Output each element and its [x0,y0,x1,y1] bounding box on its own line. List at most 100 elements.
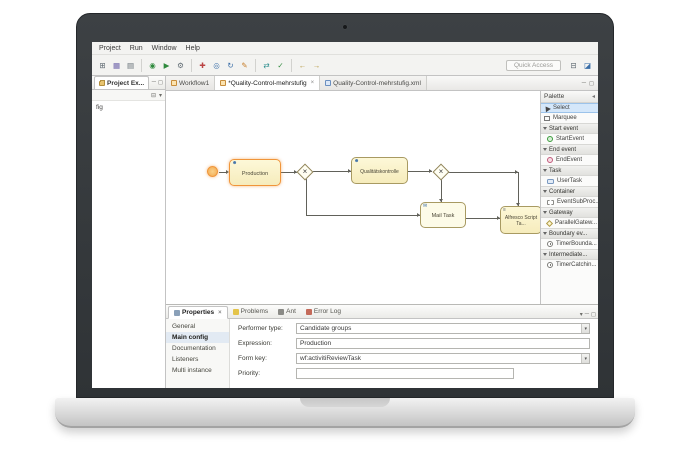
tree-item-fig[interactable]: fig [96,104,103,111]
sequence-flow[interactable] [313,171,351,172]
close-icon[interactable]: × [310,80,315,86]
tab-quality-control-diagram[interactable]: *Quality-Control-mehrstufig × [215,76,321,90]
expression-input[interactable] [296,338,590,349]
sequence-flow[interactable] [518,172,519,206]
drawer-label: End event [549,146,577,153]
chevron-down-icon[interactable]: ▾ [581,324,589,333]
back-icon[interactable]: ← [298,60,307,70]
open-perspective-icon[interactable]: ⊟ [570,60,577,70]
performer-type-select[interactable]: Candidate groups ▾ [296,323,590,334]
sequence-flow[interactable] [306,179,307,215]
tab-quality-control-xml[interactable]: Quality-Control-mehrstufig.xml [320,76,427,90]
mail-task-icon: ✉ [423,203,428,209]
view-menu-icon[interactable]: ▾ [579,312,583,318]
menu-window[interactable]: Window [151,44,177,52]
collapse-all-icon[interactable]: ⊟ [150,92,156,99]
task-production[interactable]: ☻ Production [229,159,281,186]
task-quality-control[interactable]: ☻ Qualitätskontrolle [351,157,408,184]
menu-help[interactable]: Help [185,44,200,52]
chevron-down-icon[interactable]: ▾ [581,354,589,363]
sequence-flow[interactable] [448,172,518,173]
refresh-icon[interactable]: ↻ [227,60,234,70]
nav-item-multi-instance[interactable]: Multi instance [172,367,212,374]
maximize-icon[interactable]: ◻ [158,80,163,86]
palette-item-usertask[interactable]: UserTask [541,176,598,186]
priority-input[interactable] [296,368,515,379]
view-menu-icon[interactable]: ▾ [158,92,162,99]
print-icon[interactable]: ▤ [126,60,135,70]
start-event-node[interactable] [207,166,218,177]
nav-item-general[interactable]: General [172,323,196,330]
search-icon[interactable]: ◎ [213,60,220,70]
new-project-icon[interactable]: ✚ [199,60,206,70]
palette-item-startevent[interactable]: StartEvent [541,134,598,144]
tab-ant[interactable]: Ant [273,305,301,318]
editor-row: ☻ Production × ☻ Qualitätskontrolle [166,91,598,304]
drawer-label: Container [549,188,576,195]
tab-problems[interactable]: Problems [228,305,273,318]
task-alfresco-script[interactable]: ≡ Alfresco Script Ta... [500,206,540,234]
menu-run[interactable]: Run [129,44,143,52]
tab-properties[interactable]: Properties × [168,306,228,319]
bpmn-canvas[interactable]: ☻ Production × ☻ Qualitätskontrolle [166,91,540,304]
sequence-flow[interactable] [219,172,227,173]
palette-drawer-task[interactable]: Task [541,165,598,176]
arrowhead [429,169,432,173]
palette-drawer-boundary-event[interactable]: Boundary ev... [541,228,598,239]
close-icon[interactable]: × [218,309,222,316]
palette-tool-select[interactable]: Select [541,103,598,113]
task-mail[interactable]: ✉ Mail Task [420,202,466,228]
forward-icon[interactable]: → [312,60,321,70]
nav-item-documentation[interactable]: Documentation [172,345,216,352]
debug-icon[interactable]: ◉ [149,60,156,70]
minimize-icon[interactable]: ─ [581,80,587,86]
menu-project[interactable]: Project [99,44,121,52]
new-wizard-icon[interactable]: ⊞ [99,60,106,70]
cursor-icon [543,104,551,112]
form-key-select[interactable]: wf:activitiReviewTask ▾ [296,353,590,364]
minimize-icon[interactable]: ─ [584,311,590,317]
palette-item-label: UserTask [557,178,583,184]
palette-item-parallelgateway[interactable]: ParallelGatew... [541,218,598,228]
palette-drawer-intermediate-event[interactable]: Intermediate... [541,249,598,260]
tab-project-explorer[interactable]: Project Ex... [94,76,150,89]
arrowhead [226,170,229,174]
maximize-icon[interactable]: ◻ [591,312,596,318]
tab-problems-label: Problems [240,308,269,315]
maximize-icon[interactable]: ◻ [589,80,594,87]
validate-icon[interactable]: ✓ [277,60,284,70]
palette-tool-select-label: Select [553,105,570,111]
annotation-icon[interactable]: ✎ [241,60,248,70]
tab-workflow1[interactable]: Workflow1 [166,76,216,90]
tab-error-log-label: Error Log [313,308,342,315]
nav-item-main-config[interactable]: Main config [166,332,229,343]
workflow-perspective-icon[interactable]: ◪ [583,60,592,70]
sequence-flow[interactable] [281,172,297,173]
palette-item-timerboundary[interactable]: TimerBounda... [541,239,598,249]
palette-item-timercatching[interactable]: TimerCatchin... [541,260,598,270]
run-icon[interactable]: ▶ [163,60,170,70]
palette-drawer-gateway[interactable]: Gateway [541,207,598,218]
gateway-exclusive-2[interactable]: × [432,163,450,181]
gateway-x-icon: × [302,167,308,176]
sequence-flow[interactable] [306,215,420,216]
sequence-flow[interactable] [441,179,442,202]
palette-item-eventsubprocess[interactable]: EventSubProc... [541,197,598,207]
tab-error-log[interactable]: Error Log [301,305,346,318]
nav-item-listeners[interactable]: Listeners [172,356,199,363]
sequence-flow[interactable] [408,171,432,172]
palette-item-endevent[interactable]: EndEvent [541,155,598,165]
sequence-flow[interactable] [466,218,500,219]
palette-drawer-container[interactable]: Container [541,186,598,197]
task-alfresco-script-label: Alfresco Script Ta... [504,215,538,227]
save-icon[interactable]: ▦ [112,60,121,70]
minimize-icon[interactable]: ─ [151,79,157,85]
palette-drawer-start-event[interactable]: Start event [541,123,598,134]
palette-collapse-icon[interactable]: ◂ [591,94,595,100]
external-tools-icon[interactable]: ⚙ [177,60,184,70]
quick-access-box[interactable]: Quick Access [505,59,561,71]
palette-drawer-end-event[interactable]: End event [541,144,598,155]
gateway-exclusive-1[interactable]: × [296,163,314,181]
link-editor-icon[interactable]: ⇄ [263,60,270,70]
palette-tool-marquee[interactable]: Marquee [541,113,598,123]
